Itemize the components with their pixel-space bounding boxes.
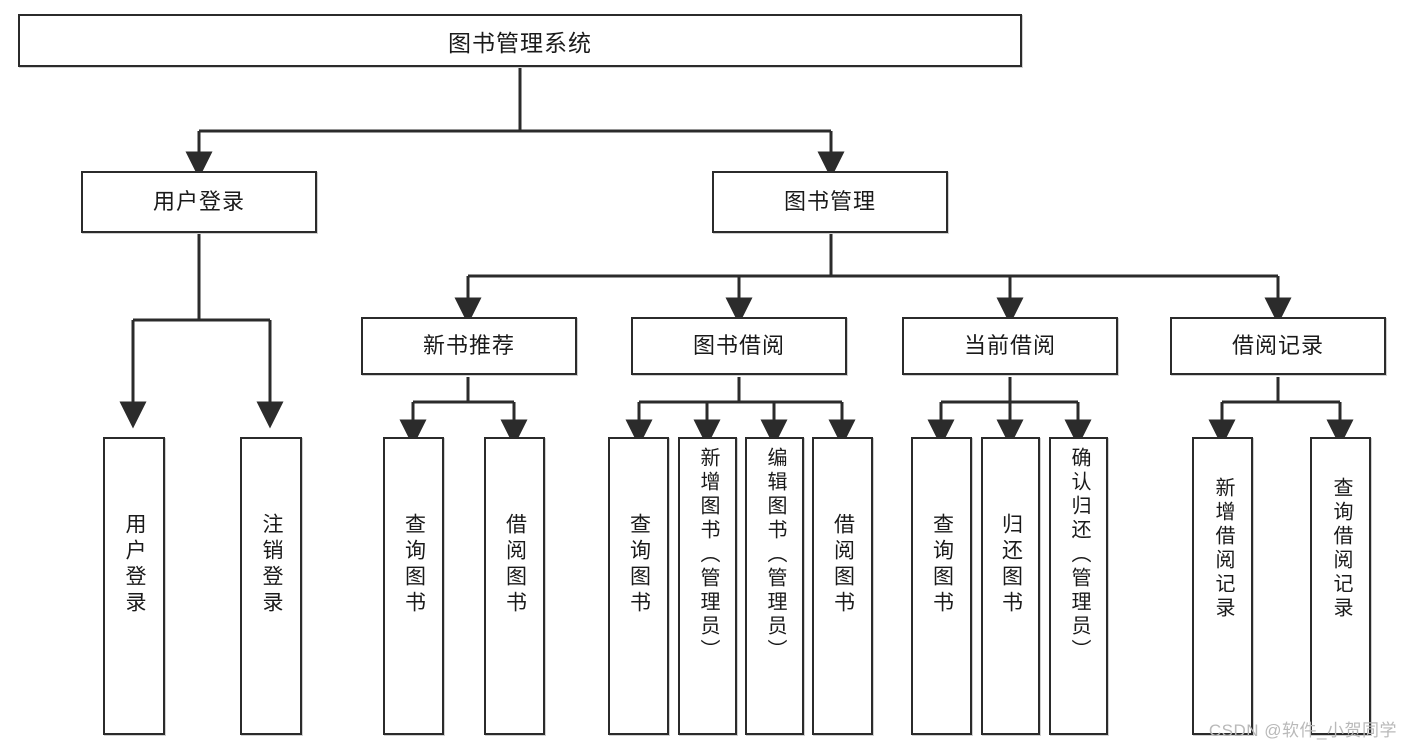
node-label: 确认归还（管理员）: [1068, 447, 1090, 663]
leaf-add-borrow-record[interactable]: 新增借阅记录: [1192, 437, 1253, 735]
leaf-borrow-book-recommend[interactable]: 借阅图书: [484, 437, 545, 735]
node-label: 图书管理: [783, 188, 876, 214]
node-label: 借阅图书: [831, 513, 855, 617]
node-new-book-recommend[interactable]: 新书推荐: [361, 317, 577, 375]
node-label: 查询图书: [402, 513, 426, 617]
node-label: 编辑图书（管理员）: [764, 447, 786, 663]
node-book-borrow[interactable]: 图书借阅: [631, 317, 847, 375]
node-label: 归还图书: [999, 513, 1023, 617]
node-label: 新增图书（管理员）: [697, 447, 719, 663]
node-label: 新书推荐: [422, 332, 515, 358]
node-label: 当前借阅: [963, 332, 1056, 358]
node-label: 借阅图书: [503, 513, 527, 617]
leaf-logout-login[interactable]: 注销登录: [240, 437, 302, 735]
leaf-borrow-book-borrow[interactable]: 借阅图书: [812, 437, 873, 735]
node-label: 查询图书: [627, 513, 651, 617]
leaf-query-borrow-record[interactable]: 查询借阅记录: [1310, 437, 1371, 735]
leaf-query-book-borrow[interactable]: 查询图书: [608, 437, 669, 735]
leaf-query-book-current[interactable]: 查询图书: [911, 437, 972, 735]
leaf-user-login[interactable]: 用户登录: [103, 437, 165, 735]
node-label: 注销登录: [260, 513, 284, 617]
leaf-return-book[interactable]: 归还图书: [981, 437, 1040, 735]
node-label: 图书借阅: [692, 332, 785, 358]
leaf-query-book-recommend[interactable]: 查询图书: [383, 437, 444, 735]
node-label: 新增借阅记录: [1212, 477, 1234, 621]
leaf-edit-book-admin[interactable]: 编辑图书（管理员）: [745, 437, 804, 735]
leaf-confirm-return-admin[interactable]: 确认归还（管理员）: [1049, 437, 1108, 735]
node-label: 借阅记录: [1231, 332, 1324, 358]
csdn-watermark: CSDN @软件_小贺同学: [1208, 721, 1397, 740]
node-label: 用户登录: [123, 513, 147, 617]
node-label: 图书管理系统: [448, 29, 592, 56]
node-borrow-record[interactable]: 借阅记录: [1170, 317, 1386, 375]
leaf-add-book-admin[interactable]: 新增图书（管理员）: [678, 437, 737, 735]
node-current-borrow[interactable]: 当前借阅: [902, 317, 1118, 375]
node-book-management[interactable]: 图书管理: [712, 171, 948, 233]
node-user-login[interactable]: 用户登录: [81, 171, 317, 233]
node-label: 查询图书: [930, 513, 954, 617]
node-label: 查询借阅记录: [1330, 477, 1352, 621]
node-root-book-management-system[interactable]: 图书管理系统: [18, 14, 1022, 67]
node-label: 用户登录: [152, 188, 245, 214]
